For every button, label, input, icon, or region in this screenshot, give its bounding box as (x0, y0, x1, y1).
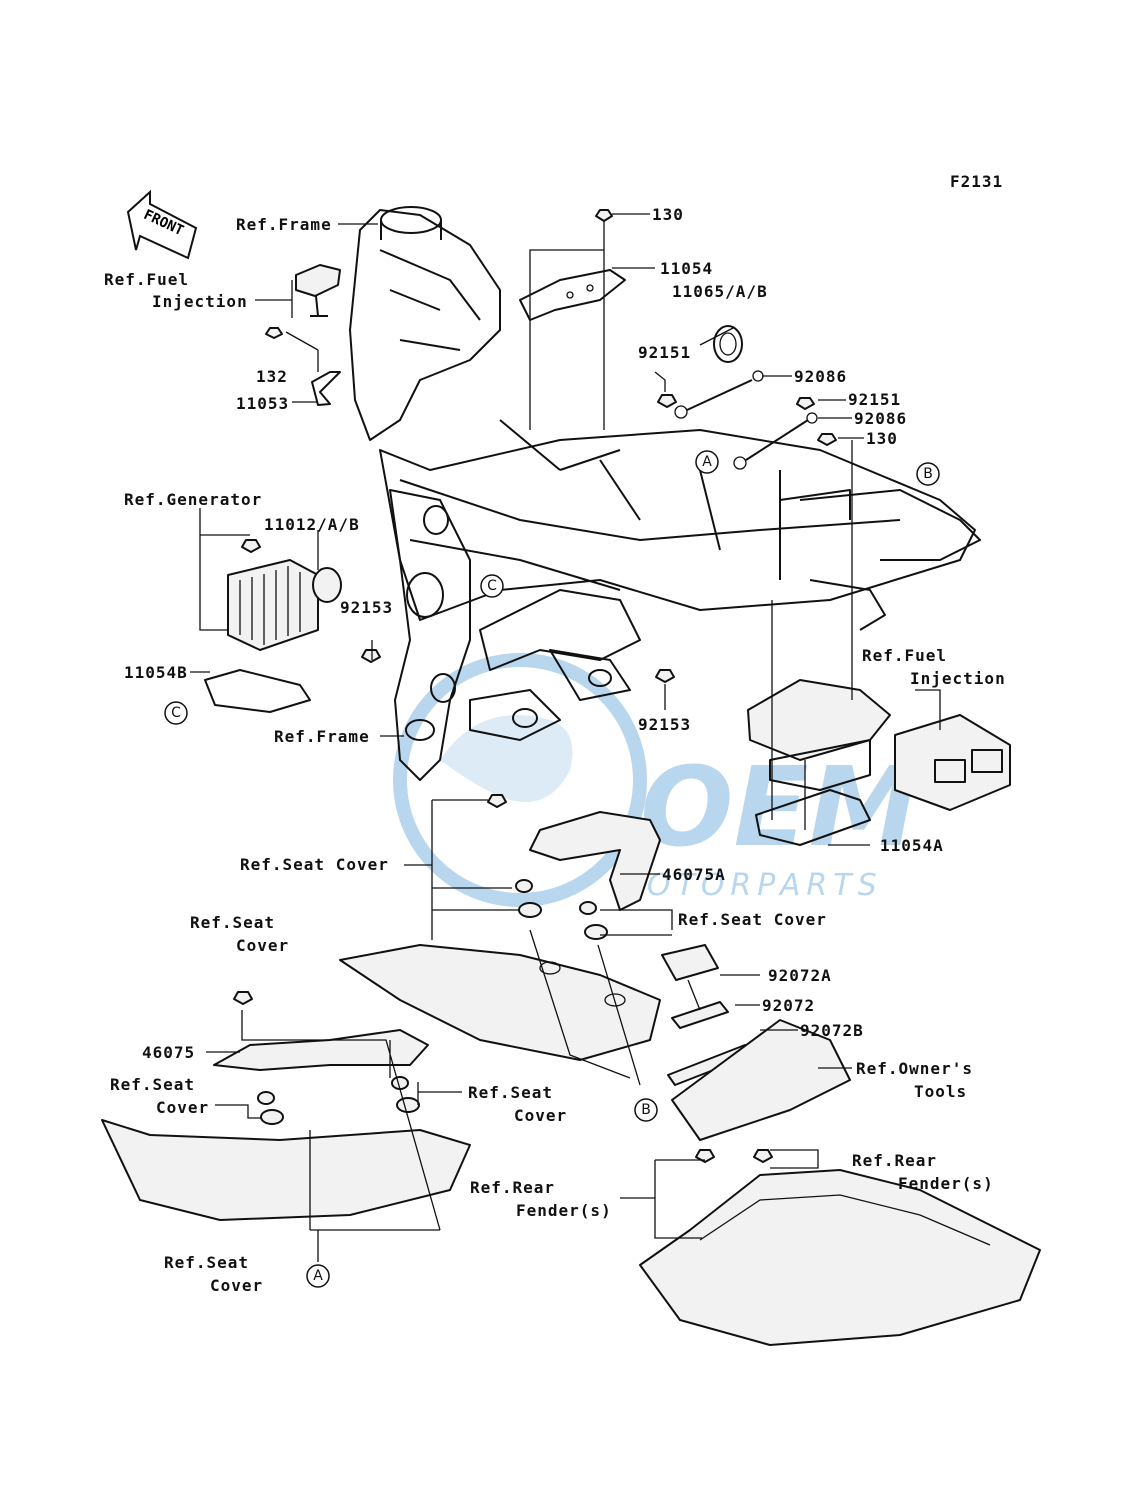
strap-92072a (661, 944, 719, 981)
label-92086-a: 92086 (794, 367, 847, 386)
label-11012: 11012/A/B (264, 515, 360, 534)
bolt-92153-a (361, 649, 381, 663)
label-ref-generator: Ref.Generator (124, 490, 262, 509)
watermark-sub: MOTORPARTS (615, 868, 883, 903)
bolt-fender-b (753, 1149, 773, 1163)
label-ref-seat-cover-3b: Cover (236, 936, 289, 955)
label-92072: 92072 (762, 996, 815, 1015)
bolt-92151-b (796, 397, 815, 410)
label-11054b: 11054B (124, 663, 188, 682)
label-ref-rear-fender-2b: Fender(s) (516, 1201, 612, 1220)
label-ref-seat-cover-5a: Ref.Seat (468, 1083, 553, 1102)
label-ref-owners-tools-b: Tools (914, 1082, 967, 1101)
label-130-mid: 130 (866, 429, 898, 448)
callout-b-seat: B (634, 1098, 658, 1122)
label-11053: 11053 (236, 394, 289, 413)
cap-11012 (312, 567, 342, 603)
label-ref-seat-cover-4b: Cover (156, 1098, 209, 1117)
label-92086-b: 92086 (854, 409, 907, 428)
bolt-fender-a (695, 1149, 715, 1163)
label-ref-seat-cover-1: Ref.Seat Cover (240, 855, 389, 874)
sensor-fuel-injection (295, 264, 341, 317)
label-ref-fuel-injection-1b: Injection (152, 292, 248, 311)
main-frame (349, 206, 981, 781)
front-arrow-icon: FRONT (126, 189, 198, 260)
label-46075: 46075 (142, 1043, 195, 1062)
label-11054a: 11054A (880, 836, 944, 855)
label-46075a: 46075A (662, 865, 726, 884)
label-ref-seat-cover-6a: Ref.Seat (164, 1253, 249, 1272)
label-ref-rear-fender-2a: Ref.Rear (470, 1178, 555, 1197)
label-ref-seat-cover-2: Ref.Seat Cover (678, 910, 827, 929)
leader-lines (190, 213, 941, 1262)
label-92153-b: 92153 (638, 715, 691, 734)
cable-92086-b (733, 412, 818, 470)
label-11065: 11065/A/B (672, 282, 768, 301)
strap-92072 (671, 1001, 729, 1029)
collars-seat-lower (257, 1076, 420, 1125)
callout-c-frame: C (480, 574, 504, 598)
label-ref-seat-cover-4a: Ref.Seat (110, 1075, 195, 1094)
bolt-130-mid (817, 433, 837, 446)
labels: Ref.Frame Ref.Fuel Injection 130 11054 1… (104, 205, 1006, 1295)
svg-text:A: A (702, 454, 712, 470)
label-92151-a: 92151 (638, 343, 691, 362)
label-ref-owners-tools-a: Ref.Owner's (856, 1059, 973, 1078)
clip-11053 (311, 371, 341, 406)
label-92072a: 92072A (768, 966, 832, 985)
cable-92086-a (674, 370, 764, 419)
callout-a-top: A (695, 450, 719, 474)
ecu-bracket (747, 679, 891, 846)
grab-rail-46075 (213, 1029, 429, 1071)
seat-cover-shell (339, 944, 661, 1061)
label-ref-seat-cover-3a: Ref.Seat (190, 913, 275, 932)
label-ref-rear-fender-1b: Fender(s) (898, 1174, 994, 1193)
label-ref-seat-cover-6b: Cover (210, 1276, 263, 1295)
label-ref-frame-mid: Ref.Frame (274, 727, 370, 746)
figure-code: F2131 (950, 172, 1003, 191)
grommet-11065 (713, 325, 743, 363)
bolt-132 (265, 327, 283, 339)
label-ref-seat-cover-5b: Cover (514, 1106, 567, 1125)
svg-text:B: B (923, 466, 933, 482)
callout-c-regulator: C (164, 701, 188, 725)
callout-b-top: B (916, 462, 940, 486)
bolt-130-top (595, 209, 613, 235)
bolt-92151-a (657, 394, 677, 408)
callout-a-seat: A (306, 1264, 330, 1288)
lower-seat-cover (101, 1119, 471, 1221)
bolt-seat-top (487, 794, 507, 808)
label-11054: 11054 (660, 259, 713, 278)
bolt-92153-b (655, 669, 675, 683)
label-ref-rear-fender-1a: Ref.Rear (852, 1151, 937, 1170)
label-92151-b: 92151 (848, 390, 901, 409)
svg-text:C: C (487, 578, 497, 594)
regulator-unit (204, 559, 319, 713)
svg-text:A: A (313, 1268, 323, 1284)
label-132: 132 (256, 367, 288, 386)
ecu-module (894, 714, 1011, 811)
label-130-top: 130 (652, 205, 684, 224)
svg-text:B: B (641, 1102, 651, 1118)
bolt-seat-lower (233, 991, 253, 1005)
callouts: A B C C B A (164, 450, 940, 1288)
label-ref-frame-top: Ref.Frame (236, 215, 332, 234)
svg-text:C: C (171, 705, 181, 721)
label-ref-fuel-injection-2b: Injection (910, 669, 1006, 688)
label-92153-a: 92153 (340, 598, 393, 617)
label-ref-fuel-injection-2a: Ref.Fuel (862, 646, 947, 665)
tool-pouch (671, 1019, 851, 1141)
bolt-regulator (241, 539, 261, 553)
bracket-11054 (519, 269, 626, 321)
label-ref-fuel-injection-1a: Ref.Fuel (104, 270, 189, 289)
rear-fender (639, 1169, 1041, 1346)
label-92072b: 92072B (800, 1021, 864, 1040)
